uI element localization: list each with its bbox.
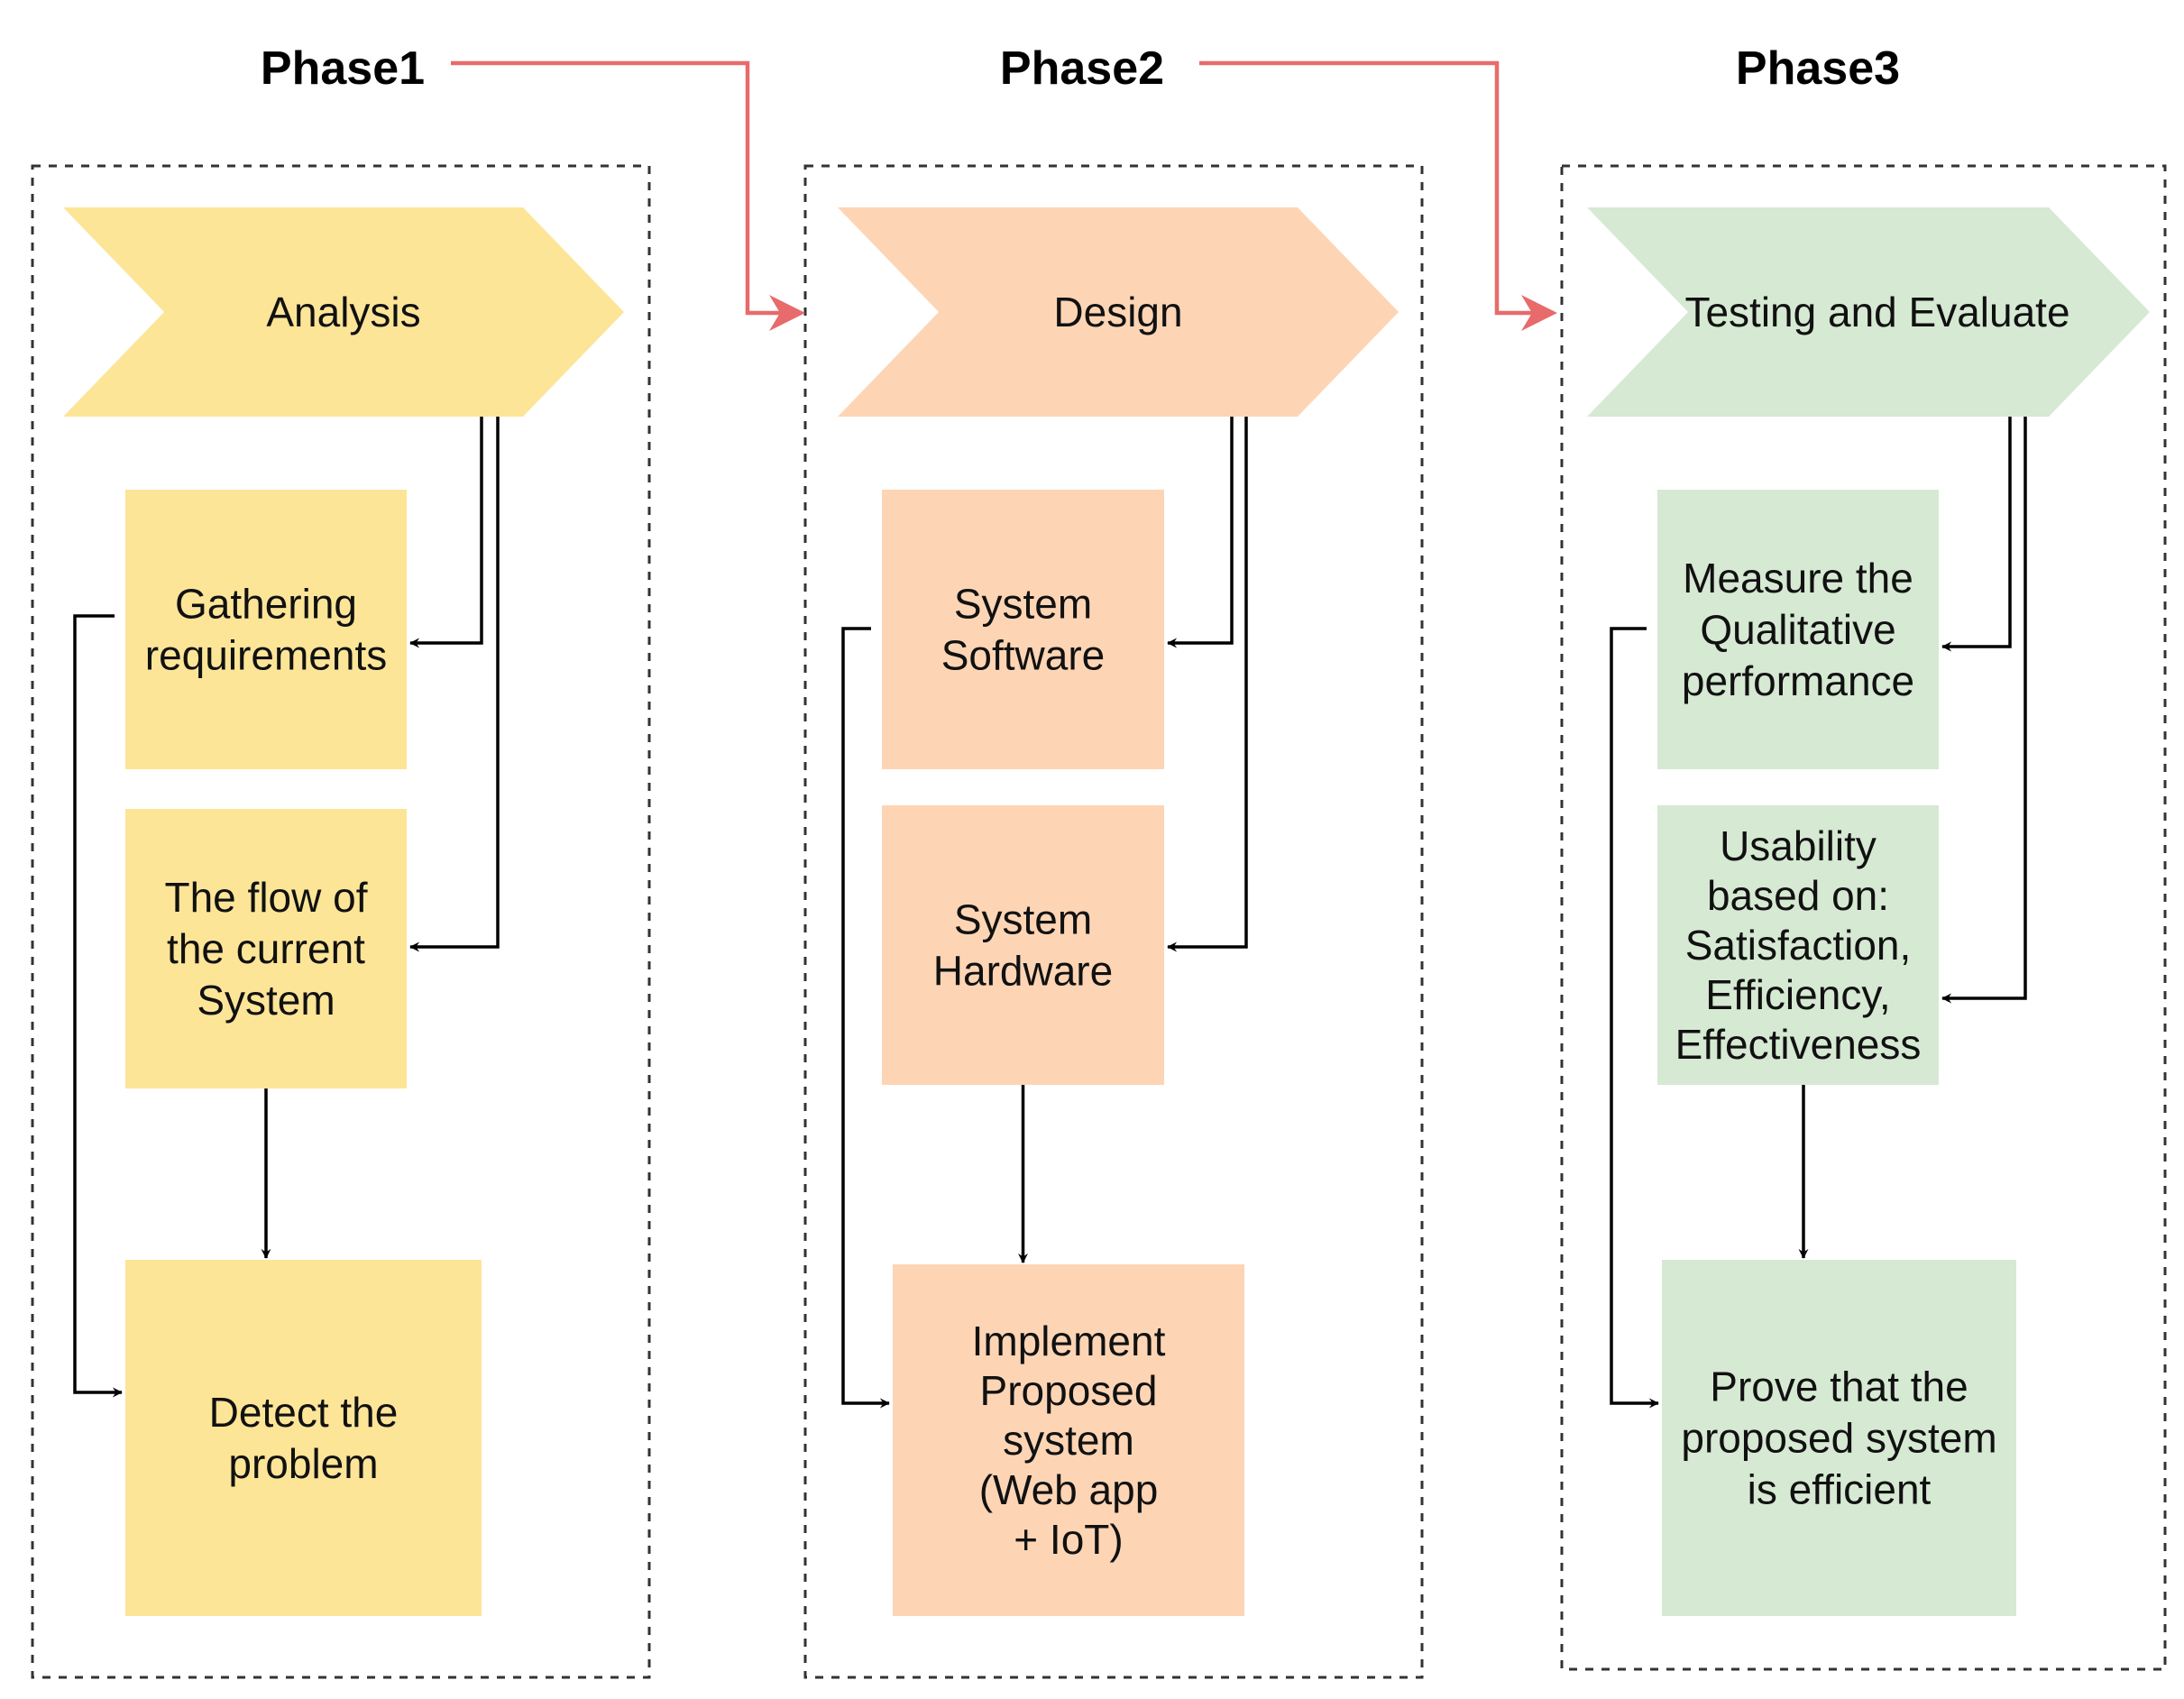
connector-stage-to-step2-1: [409, 417, 500, 952]
step-box-1-3: [125, 1260, 482, 1616]
stage-label-2: Design: [1053, 289, 1182, 335]
connector-stage-to-step1-3: [1941, 417, 2012, 652]
phase-frame-1: [31, 164, 651, 1679]
step-box-1-1: [125, 490, 407, 769]
connector-stage-to-step1-2: [1167, 417, 1234, 648]
step-box-2-2: [882, 805, 1164, 1085]
phase-frame-3: [1560, 164, 2167, 1671]
phase-title-3: Phase3: [1736, 42, 1900, 95]
step-box-3-3: [1662, 1260, 2016, 1616]
step-box-2-1: [882, 490, 1164, 769]
stage-label-3: Testing and Evaluate: [1684, 289, 2069, 335]
phase-frame-2: [803, 164, 1424, 1679]
stage-label-1: Analysis: [266, 289, 420, 335]
step-box-3-2: [1657, 805, 1939, 1085]
phase-title-1: Phase1: [261, 42, 425, 95]
step-box-3-1: [1657, 490, 1939, 769]
phase-link-arrowhead-2: [1521, 295, 1557, 331]
phase-link-2: [1199, 60, 1534, 316]
stage-chevron-1: [63, 207, 624, 417]
connector-stage-to-step2-2: [1167, 417, 1248, 952]
phase-link-1: [451, 60, 782, 316]
connector-step1-to-step3-2: [841, 627, 890, 1409]
phase-title-2: Phase2: [1000, 42, 1164, 95]
step-box-1-2: [125, 809, 407, 1088]
stage-chevron-3: [1587, 207, 2150, 417]
connector-step1-to-step3-1: [73, 614, 123, 1398]
connector-step1-to-step3-3: [1610, 627, 1659, 1409]
connector-stage-to-step1-1: [409, 417, 483, 648]
phase-link-arrowhead-1: [769, 295, 805, 331]
stage-chevron-2: [838, 207, 1399, 417]
step-box-2-3: [893, 1264, 1244, 1616]
connector-stage-to-step2-3: [1941, 417, 2027, 1004]
